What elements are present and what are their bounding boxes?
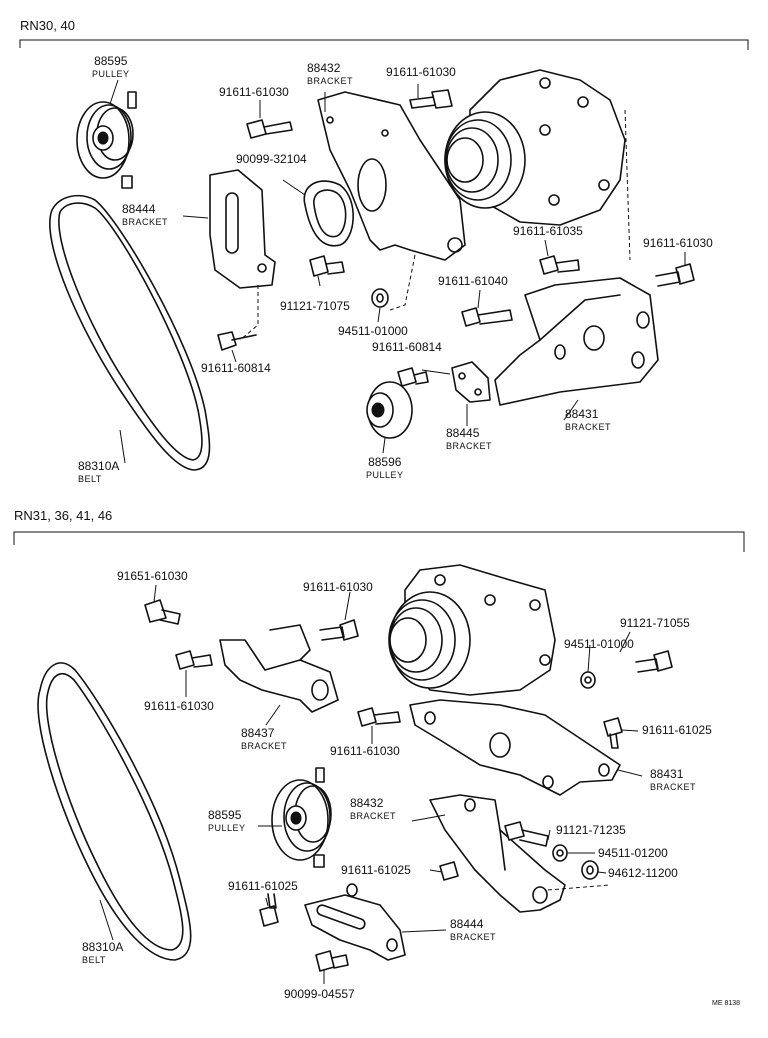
washer-94612-11200 <box>581 860 599 880</box>
part-label: 91121-71055 <box>620 616 690 630</box>
part-label: 94511-01000 <box>564 637 634 651</box>
bracket-88445-drawing <box>421 361 491 403</box>
compressor-top-drawing <box>444 69 631 261</box>
bracket-88444-bottom-drawing <box>304 883 406 961</box>
part-label: 91611-61025 <box>341 863 411 877</box>
section-title-1: RN30, 40 <box>20 18 75 33</box>
part-label: 91611-60814 <box>372 340 442 354</box>
bolt-91611-61030-b <box>409 89 453 109</box>
bolt-91611-61030-f <box>357 707 401 727</box>
bolt-91611-60814-b <box>397 367 429 387</box>
bracket-88444-drawing <box>209 169 276 351</box>
section-2-frame <box>13 531 745 552</box>
bolt-91121-71075 <box>309 255 345 277</box>
part-label: 91611-61030 <box>386 65 456 79</box>
compressor-bottom-drawing <box>388 564 556 696</box>
leader-lines <box>99 79 686 984</box>
part-label: 91121-71075 <box>280 299 350 313</box>
bolt-91121-71235 <box>504 821 549 847</box>
bolt-91611-61025-b <box>439 861 459 881</box>
washer-94511-01000 <box>371 288 389 308</box>
pulley-88595-bottom-drawing <box>271 767 332 868</box>
bolt-90099-04557 <box>315 950 349 972</box>
washer-94511-01000-b <box>580 671 596 689</box>
bolt-91611-61030-c <box>655 263 695 287</box>
belt-88310a-bottom-drawing <box>37 662 192 961</box>
seal-90099-32104-drawing <box>282 179 354 247</box>
bolt-91611-61035 <box>539 255 580 275</box>
part-label: 91611-61030 <box>330 744 400 758</box>
belt-88310a-drawing <box>49 194 211 471</box>
part-label: 91121-71235 <box>556 823 626 837</box>
part-label: 94612-11200 <box>608 866 678 880</box>
diagram-code: ME 8138 <box>712 1000 741 1007</box>
part-label: 91611-61030 <box>144 699 214 713</box>
pulley-88595-drawing <box>76 91 137 189</box>
assembly-guide-line <box>547 884 611 891</box>
bolt-91611-61040 <box>461 307 513 327</box>
part-label: 91611-61030 <box>643 236 713 250</box>
bolt-91121-71055 <box>635 650 673 673</box>
part-label: 94511-01000 <box>338 324 408 338</box>
bracket-88437-drawing <box>219 624 339 713</box>
part-label: 91611-60814 <box>201 361 271 375</box>
section-1-frame <box>19 39 749 50</box>
section-title-2: RN31, 36, 41, 46 <box>14 508 113 523</box>
bolt-91611-61030-a <box>246 119 293 139</box>
washer-94511-01200 <box>552 844 568 862</box>
bracket-88431-drawing <box>494 277 659 406</box>
bolt-91611-61030-e <box>319 619 359 641</box>
bracket-88432-drawing <box>317 91 466 311</box>
part-label: 91611-61040 <box>438 274 508 288</box>
bolt-91611-61030-d <box>175 650 213 670</box>
bolt-91611-61025-a <box>603 717 623 749</box>
part-label: 91611-61025 <box>642 723 712 737</box>
part-label: 90099-32104 <box>236 152 307 166</box>
bolt-91611-61025-c <box>259 893 279 927</box>
bracket-88432-bottom-drawing <box>429 794 566 913</box>
part-label: 91611-61030 <box>303 580 373 594</box>
part-label: 91611-61030 <box>219 85 289 99</box>
part-label: 90099-04557 <box>284 987 355 1001</box>
part-label: 91611-61035 <box>513 224 583 238</box>
part-label: 91651-61030 <box>117 569 188 583</box>
part-label: 94511-01200 <box>598 846 668 860</box>
bolt-91651-61030 <box>144 599 181 625</box>
bracket-88431-bottom-drawing <box>409 699 621 796</box>
part-label: 91611-61025 <box>228 879 298 893</box>
pulley-88596-drawing <box>366 381 413 439</box>
